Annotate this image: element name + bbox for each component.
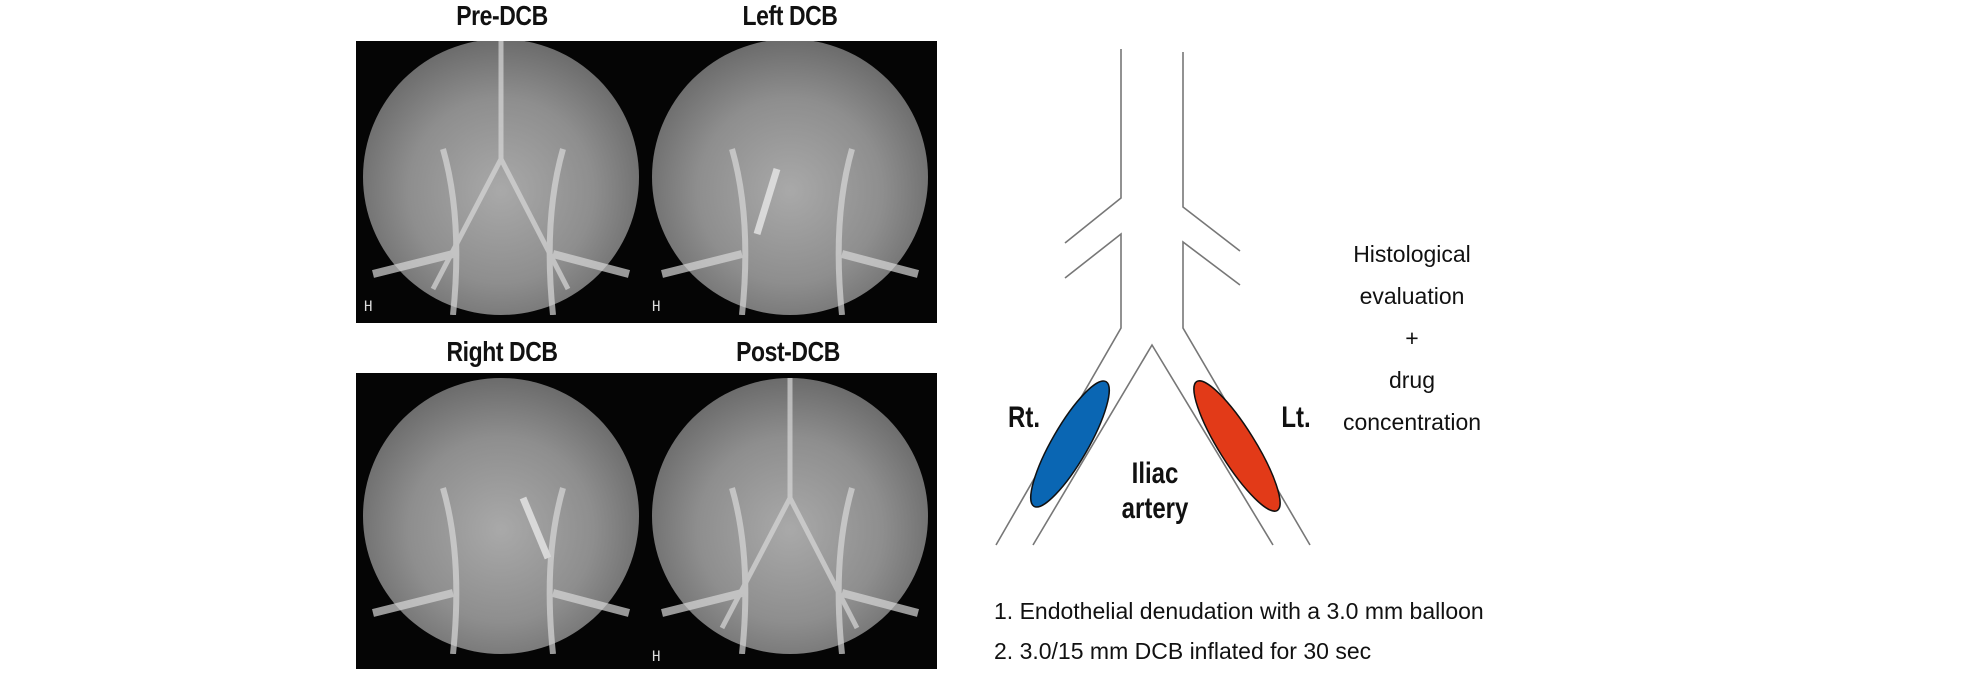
outcome-line: drug: [1388, 367, 1436, 393]
procedure-step: 2. 3.0/15 mm DCB inflated for 30 sec: [994, 638, 1372, 664]
outcome-text: Histological evaluation + drug concentra…: [1302, 233, 1522, 443]
procedure-step: 1. Endothelial denudation with a 3.0 mm …: [994, 598, 1484, 624]
vessel-wall: [1182, 52, 1241, 252]
vessel-label: Iliac: [1131, 457, 1179, 490]
vessel-label: artery: [1121, 492, 1189, 525]
angiogram-row-top: H H: [356, 41, 937, 323]
left-balloon: [1193, 380, 1281, 512]
angiogram-right-dcb: [363, 378, 639, 654]
angiogram-row-bottom: H: [356, 373, 937, 669]
scale-marker: H: [652, 649, 661, 665]
scale-marker: H: [364, 299, 373, 315]
angiogram-post-dcb: [652, 378, 928, 654]
outcome-line: Histological: [1353, 241, 1471, 267]
outcome-line: concentration: [1342, 409, 1482, 435]
angiogram-pre-dcb: [363, 41, 639, 315]
panel-label-post-dcb: Post-DCB: [736, 336, 840, 367]
panel-label-right-dcb: Right DCB: [446, 336, 558, 367]
left-side-label: Lt.: [1281, 401, 1311, 434]
panel-label-pre-dcb: Pre-DCB: [456, 0, 548, 31]
outcome-line: evaluation: [1359, 283, 1465, 309]
panel-label-left-dcb: Left DCB: [742, 0, 838, 31]
right-side-label: Rt.: [1008, 401, 1040, 434]
scale-marker: H: [652, 299, 661, 315]
outcome-line: +: [1405, 325, 1419, 351]
angiogram-left-dcb: [652, 41, 928, 315]
vessel-wall: [1064, 49, 1122, 244]
vessel-wall: [1032, 343, 1274, 546]
right-balloon: [1030, 380, 1110, 508]
